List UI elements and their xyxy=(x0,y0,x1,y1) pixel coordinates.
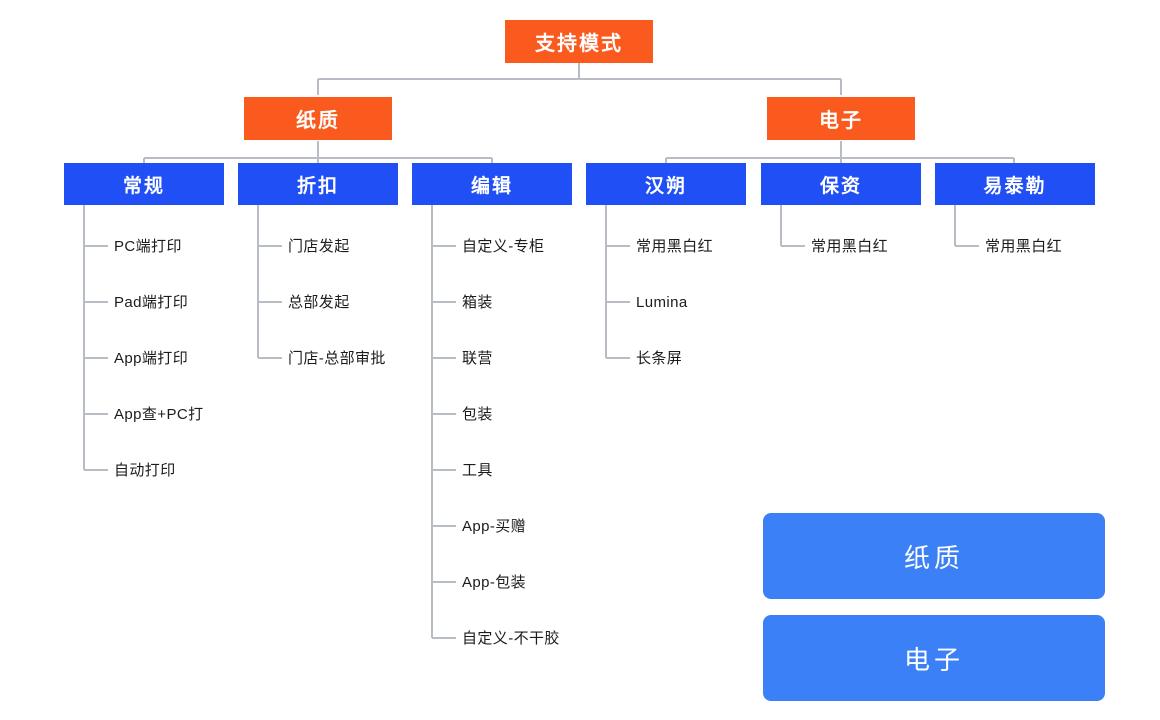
leaf-item[interactable]: 门店-总部审批 xyxy=(288,350,386,367)
node-branch-zhekou[interactable]: 折扣 xyxy=(238,163,398,205)
node-branch-baozi[interactable]: 保资 xyxy=(761,163,921,205)
leaf-item[interactable]: Lumina xyxy=(636,294,688,311)
leaf-item[interactable]: 常用黑白红 xyxy=(811,238,889,255)
leaf-item[interactable]: 工具 xyxy=(462,462,493,479)
leaf-item[interactable]: 自动打印 xyxy=(114,462,176,479)
leaf-item[interactable]: App-包装 xyxy=(462,574,527,591)
leaf-item[interactable]: App端打印 xyxy=(114,350,189,367)
leaf-item[interactable]: 常用黑白红 xyxy=(636,238,714,255)
leaf-item[interactable]: 常用黑白红 xyxy=(985,238,1063,255)
legend-pill-electronic[interactable]: 电子 xyxy=(763,615,1105,701)
leaf-item[interactable]: 联营 xyxy=(462,350,493,367)
leaf-item[interactable]: 总部发起 xyxy=(288,294,350,311)
leaf-item[interactable]: 箱装 xyxy=(462,294,493,311)
leaf-item[interactable]: 自定义-不干胶 xyxy=(462,630,560,647)
node-level2-paper[interactable]: 纸质 xyxy=(244,97,392,140)
legend-pill-paper[interactable]: 纸质 xyxy=(763,513,1105,599)
node-branch-hanshuo[interactable]: 汉朔 xyxy=(586,163,746,205)
leaf-item[interactable]: 长条屏 xyxy=(636,350,683,367)
node-branch-bianji[interactable]: 编辑 xyxy=(412,163,572,205)
leaf-item[interactable]: App查+PC打 xyxy=(114,406,204,423)
leaf-item[interactable]: Pad端打印 xyxy=(114,294,189,311)
node-root[interactable]: 支持模式 xyxy=(505,20,653,63)
leaf-item[interactable]: 自定义-专柜 xyxy=(462,238,545,255)
leaf-item[interactable]: PC端打印 xyxy=(114,238,182,255)
leaf-item[interactable]: 包装 xyxy=(462,406,493,423)
leaf-item[interactable]: 门店发起 xyxy=(288,238,350,255)
node-branch-yitaile[interactable]: 易泰勒 xyxy=(935,163,1095,205)
node-branch-changgui[interactable]: 常规 xyxy=(64,163,224,205)
node-level2-electronic[interactable]: 电子 xyxy=(767,97,915,140)
leaf-item[interactable]: App-买赠 xyxy=(462,518,527,535)
